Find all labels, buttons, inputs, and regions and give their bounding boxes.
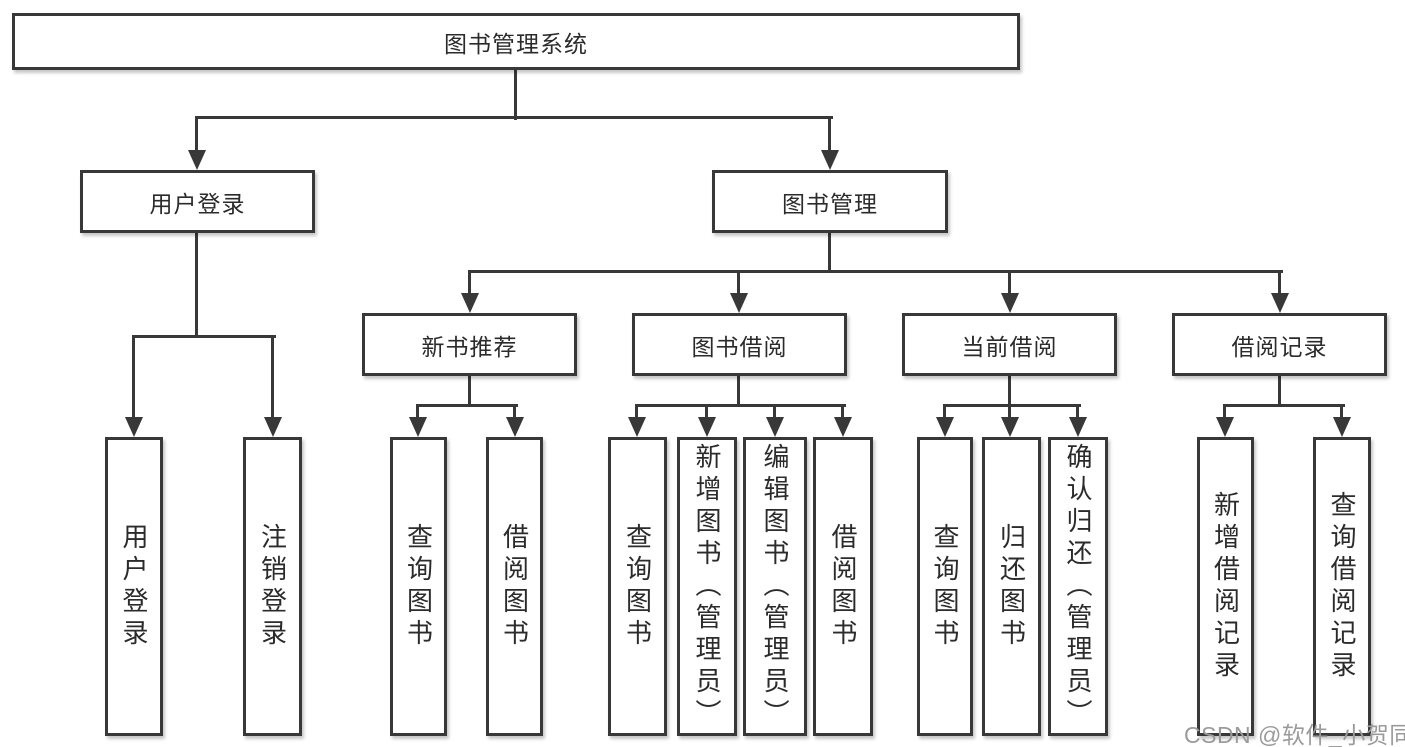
arrowhead-icon (461, 293, 479, 313)
connector-line (416, 404, 518, 407)
arrowhead-icon (188, 150, 206, 170)
connector-line (773, 406, 776, 418)
arrowhead-icon (821, 150, 839, 170)
node-book-borrowing: 图书借阅 (632, 313, 847, 376)
connector-line (468, 270, 1283, 273)
connector-line (195, 116, 833, 119)
leaf-borrowing-borrow-books-label: 借阅图书 (828, 522, 858, 651)
leaf-current-return-books-label: 归还图书 (996, 522, 1027, 651)
arrowhead-icon (834, 417, 852, 437)
node-book-borrowing-label: 图书借阅 (691, 333, 788, 360)
connector-line (828, 233, 831, 273)
arrowhead-icon (698, 417, 716, 437)
connector-line (943, 406, 946, 418)
connector-line (635, 406, 638, 418)
leaf-recommend-borrow-books-label: 借阅图书 (499, 522, 530, 651)
connector-line (195, 118, 198, 151)
leaf-user-login-label: 用户登录 (119, 522, 149, 651)
node-root-system-label: 图书管理系统 (444, 30, 588, 57)
connector-line (1340, 406, 1343, 418)
leaf-current-confirm-return-admin-label: 确认归还（管理员） (1063, 442, 1093, 731)
connector-line (943, 404, 1081, 407)
connector-line (828, 118, 831, 151)
connector-line (132, 337, 135, 418)
arrowhead-icon (1001, 417, 1019, 437)
leaf-borrowing-edit-books-admin: 编辑图书（管理员） (743, 437, 807, 736)
node-borrowing-records: 借阅记录 (1172, 313, 1387, 376)
connector-line (1223, 404, 1345, 407)
arrowhead-icon (506, 417, 524, 437)
connector-line (1278, 376, 1281, 407)
connector-line (513, 406, 516, 418)
node-borrowing-records-label: 借阅记录 (1231, 333, 1328, 360)
leaf-records-add-record-label: 新增借阅记录 (1210, 490, 1241, 683)
connector-line (416, 406, 419, 418)
leaf-borrowing-query-books: 查询图书 (608, 437, 667, 736)
connector-line (1278, 272, 1281, 294)
leaf-user-login: 用户登录 (105, 437, 163, 736)
connector-line (1008, 272, 1011, 294)
connector-line (514, 70, 517, 120)
leaf-current-query-books: 查询图书 (917, 437, 973, 736)
node-book-management-branch: 图书管理 (712, 170, 948, 233)
node-current-borrowing: 当前借阅 (902, 313, 1117, 376)
arrowhead-icon (1333, 417, 1351, 437)
connector-line (737, 376, 740, 407)
connector-line (841, 406, 844, 418)
leaf-records-query-record: 查询借阅记录 (1313, 437, 1371, 736)
arrowhead-icon (1271, 293, 1289, 313)
connector-line (737, 272, 740, 294)
leaf-borrowing-borrow-books: 借阅图书 (813, 437, 873, 736)
leaf-borrowing-add-books-admin: 新增图书（管理员） (677, 437, 737, 736)
connector-line (468, 272, 471, 294)
leaf-recommend-query-books: 查询图书 (390, 437, 447, 736)
connector-line (195, 233, 198, 338)
connector-line (1223, 406, 1226, 418)
node-user-login-branch-label: 用户登录 (149, 190, 246, 217)
connector-line (635, 404, 846, 407)
node-book-management-branch-label: 图书管理 (782, 190, 878, 217)
node-user-login-branch: 用户登录 (80, 170, 315, 233)
node-new-book-recommend: 新书推荐 (362, 313, 577, 376)
arrowhead-icon (936, 417, 954, 437)
leaf-borrowing-query-books-label: 查询图书 (622, 522, 653, 651)
arrowhead-icon (1001, 293, 1019, 313)
leaf-current-confirm-return-admin: 确认归还（管理员） (1048, 437, 1108, 736)
watermark-text: CSDN @软件_小贺同学 (1184, 722, 1405, 747)
arrowhead-icon (1216, 417, 1234, 437)
leaf-recommend-query-books-label: 查询图书 (403, 522, 434, 651)
arrowhead-icon (264, 417, 282, 437)
leaf-recommend-borrow-books: 借阅图书 (486, 437, 543, 736)
connector-line (271, 337, 274, 418)
node-current-borrowing-label: 当前借阅 (961, 333, 1058, 360)
leaf-borrowing-add-books-admin-label: 新增图书（管理员） (692, 442, 722, 731)
arrowhead-icon (628, 417, 646, 437)
leaf-current-query-books-label: 查询图书 (930, 522, 960, 651)
connector-line (468, 376, 471, 407)
leaf-records-query-record-label: 查询借阅记录 (1327, 490, 1357, 683)
leaf-current-return-books: 归还图书 (982, 437, 1041, 736)
leaf-borrowing-edit-books-admin-label: 编辑图书（管理员） (760, 442, 790, 731)
arrowhead-icon (1069, 417, 1087, 437)
arrowhead-icon (766, 417, 784, 437)
connector-line (1008, 376, 1011, 407)
arrowhead-icon (125, 417, 143, 437)
leaf-logout: 注销登录 (243, 437, 302, 736)
leaf-records-add-record: 新增借阅记录 (1197, 437, 1254, 736)
connector-line (132, 335, 276, 338)
arrowhead-icon (730, 293, 748, 313)
node-root-system: 图书管理系统 (12, 13, 1020, 70)
arrowhead-icon (409, 417, 427, 437)
leaf-logout-label: 注销登录 (257, 522, 288, 651)
connector-line (1076, 406, 1079, 418)
connector-line (1008, 406, 1011, 418)
connector-line (705, 406, 708, 418)
node-new-book-recommend-label: 新书推荐 (421, 333, 518, 360)
